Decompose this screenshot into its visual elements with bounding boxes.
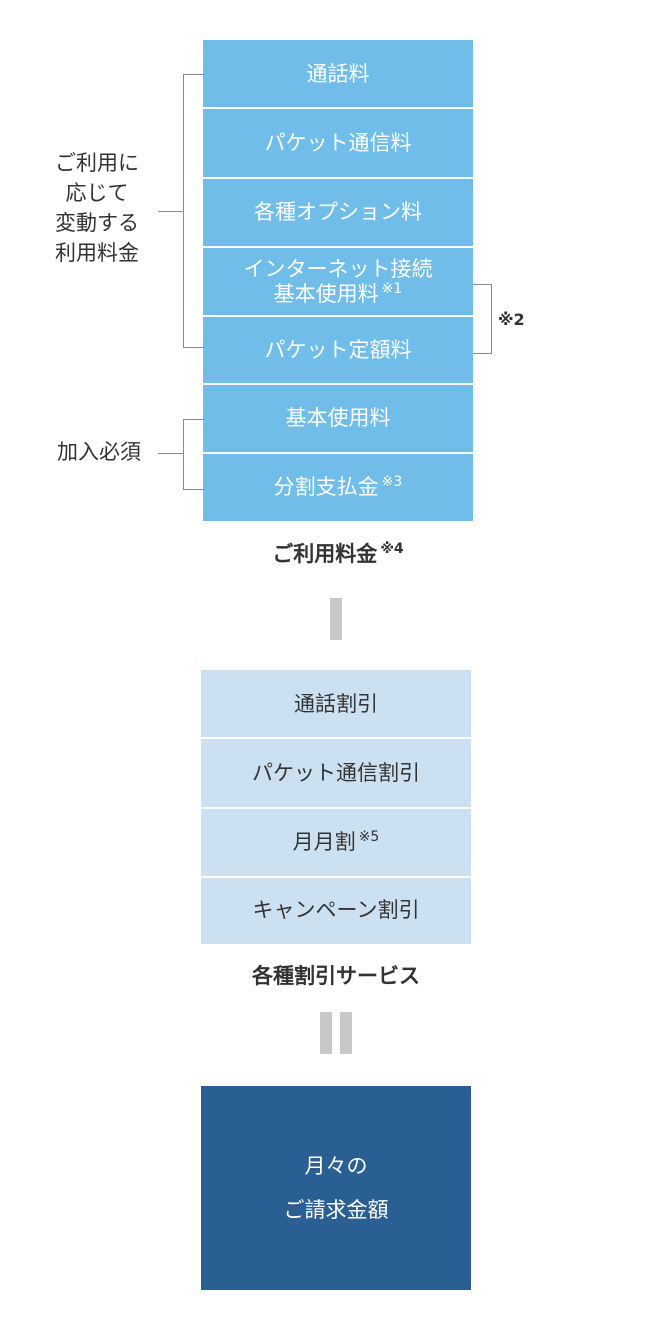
usage-group-label: ご利用に 応じて 変動する 利用料金 bbox=[38, 148, 156, 268]
usage-group-label-line: ご利用に bbox=[55, 151, 139, 175]
discount-box-call: 通話割引 bbox=[201, 670, 471, 738]
fee-box-basic-label: 基本使用料 bbox=[285, 406, 391, 431]
fee-box-installment: 分割支払金※3 bbox=[203, 453, 473, 521]
note-3: ※3 bbox=[381, 473, 403, 490]
discount-box-campaign: キャンペーン割引 bbox=[201, 877, 471, 944]
usage-group-label-line: 変動する bbox=[55, 211, 139, 235]
divider bbox=[200, 452, 476, 454]
fee-box-packet-flat: パケット定額料 bbox=[203, 316, 473, 384]
usage-group-label-line: 利用料金 bbox=[55, 241, 139, 265]
fee-box-call: 通話料 bbox=[203, 40, 473, 108]
discount-box-campaign-label: キャンペーン割引 bbox=[252, 898, 420, 923]
divider bbox=[200, 177, 476, 179]
discount-box-monthly: 月月割※5 bbox=[201, 808, 471, 877]
fee-box-call-label: 通話料 bbox=[306, 61, 370, 86]
minus-operator bbox=[330, 598, 342, 640]
usage-group-bracket bbox=[183, 74, 204, 348]
discount-box-packet-label: パケット通信割引 bbox=[252, 760, 420, 785]
required-group-label: 加入必須 bbox=[57, 440, 141, 464]
equals-operator-right bbox=[340, 1012, 352, 1054]
fee-box-internet-line2: 基本使用料 bbox=[273, 281, 379, 306]
fee-box-options: 各種オプション料 bbox=[203, 178, 473, 247]
fee-box-packet-label: パケット通信料 bbox=[264, 130, 412, 155]
discount-box-packet: パケット通信割引 bbox=[201, 738, 471, 808]
fee-box-packet: パケット通信料 bbox=[203, 108, 473, 178]
usage-group-bracket-tick bbox=[158, 211, 183, 212]
fees-caption-label: ご利用料金 bbox=[272, 542, 378, 566]
note-2-bracket bbox=[473, 284, 492, 354]
monthly-bill-line1: 月々の bbox=[304, 1154, 368, 1178]
discount-box-call-label: 通話割引 bbox=[294, 691, 378, 716]
fee-box-options-label: 各種オプション料 bbox=[254, 200, 422, 225]
fee-box-basic: 基本使用料 bbox=[203, 384, 473, 453]
monthly-bill-line2: ご請求金額 bbox=[283, 1198, 389, 1222]
discount-box-monthly-label-wrap: 月月割※5 bbox=[293, 830, 380, 854]
discount-box-monthly-label: 月月割 bbox=[292, 830, 356, 855]
equals-operator-left bbox=[320, 1012, 332, 1054]
fee-box-installment-label: 分割支払金 bbox=[273, 474, 379, 499]
usage-group-label-line: 応じて bbox=[65, 181, 129, 205]
fee-box-internet-line1: インターネット接続 bbox=[243, 257, 433, 282]
note-4: ※4 bbox=[380, 541, 404, 557]
fee-box-packet-flat-label: パケット定額料 bbox=[264, 337, 412, 362]
divider bbox=[198, 876, 474, 878]
note-2: ※2 bbox=[498, 310, 525, 329]
required-group-bracket bbox=[183, 419, 204, 490]
note-1: ※1 bbox=[381, 280, 403, 297]
divider bbox=[200, 383, 476, 385]
fee-box-installment-label-wrap: 分割支払金※3 bbox=[274, 475, 403, 499]
fee-box-internet-line2-wrap: 基本使用料※1 bbox=[274, 282, 403, 306]
divider bbox=[198, 737, 474, 739]
divider bbox=[198, 807, 474, 809]
monthly-bill-box: 月々の ご請求金額 bbox=[201, 1086, 471, 1290]
divider bbox=[200, 315, 476, 317]
required-group-bracket-tick bbox=[158, 453, 183, 454]
note-5: ※5 bbox=[358, 829, 380, 846]
fee-box-internet: インターネット接続 基本使用料※1 bbox=[203, 247, 473, 316]
discounts-caption: 各種割引サービス bbox=[252, 964, 420, 988]
divider bbox=[200, 246, 476, 248]
divider bbox=[200, 107, 476, 109]
fees-caption: ご利用料金※4 bbox=[200, 538, 476, 568]
